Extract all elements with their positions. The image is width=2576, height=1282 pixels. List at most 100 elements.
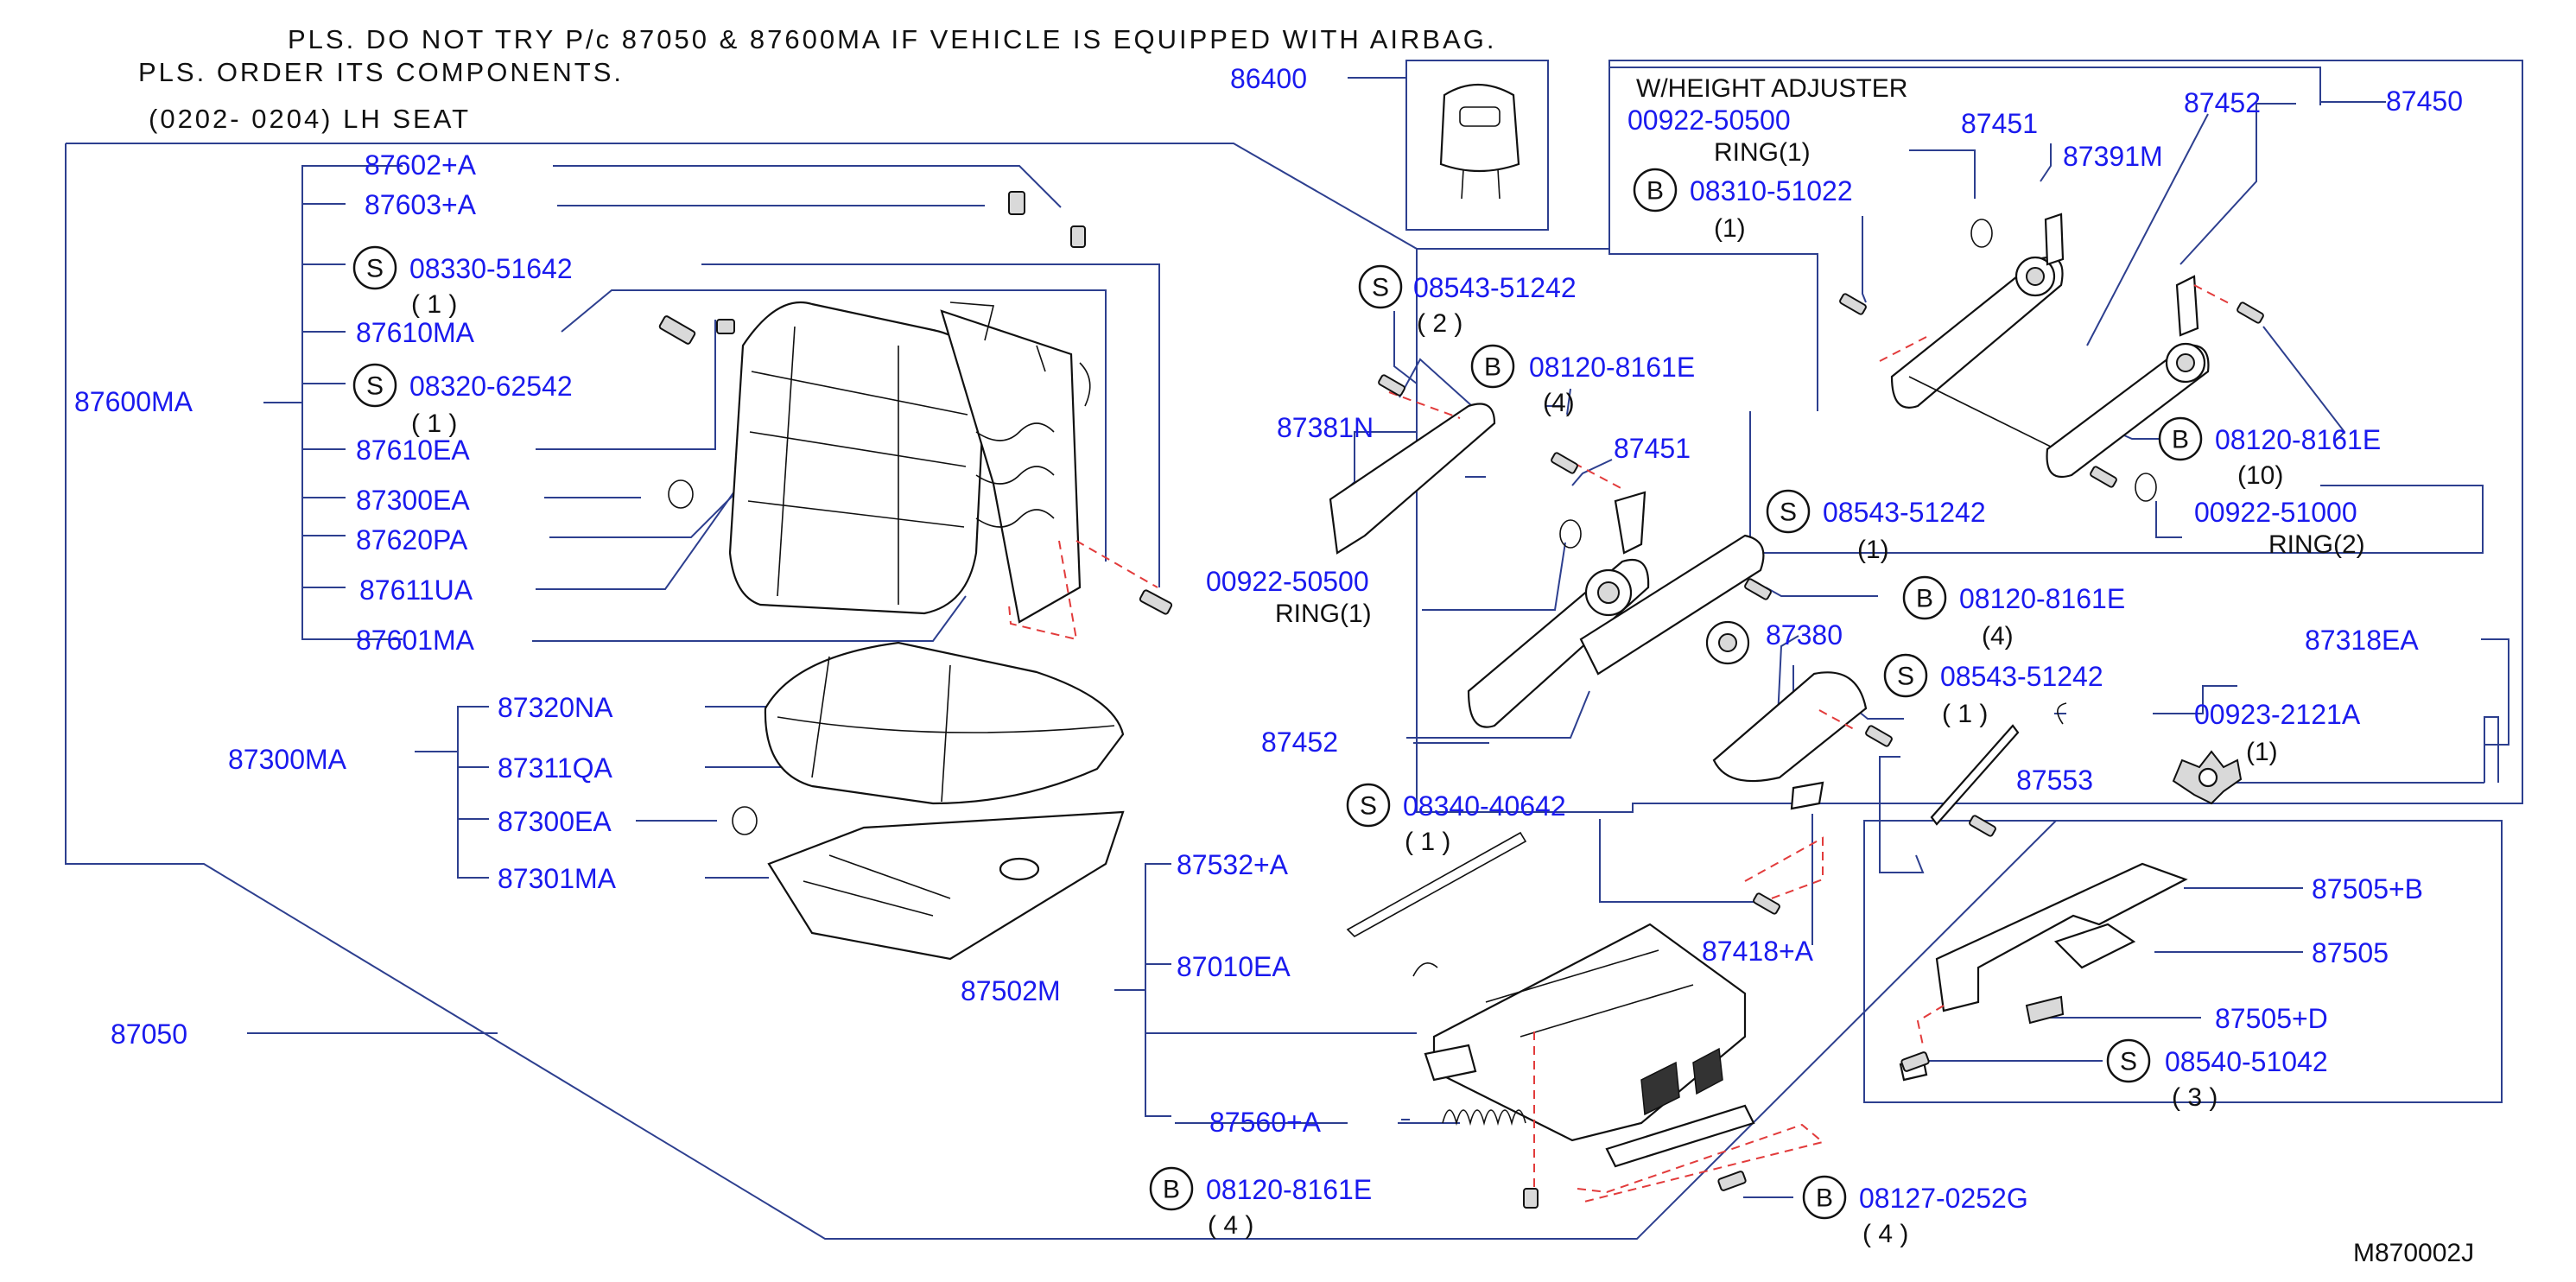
bolt-badge-icon: B (1484, 353, 1501, 382)
label-87450[interactable]: 87450 (2386, 86, 2463, 117)
label-87611ua[interactable]: 87611UA (359, 574, 473, 606)
qty-08127: ( 4 ) (1862, 1220, 1908, 1248)
label-00922-51000[interactable]: 00922-51000 (2194, 497, 2357, 528)
label-86400[interactable]: 86400 (1230, 63, 1307, 94)
cushion-bracket (457, 706, 489, 879)
ring2: RING(2) (2268, 530, 2365, 559)
screw-badge-icon: S (366, 255, 384, 283)
label-87300ea-cushion[interactable]: 87300EA (498, 806, 612, 837)
label-08540-51042[interactable]: 08540-51042 (2165, 1046, 2328, 1077)
label-87505[interactable]: 87505 (2312, 937, 2389, 968)
bolt-badge-icon: B (2172, 426, 2189, 454)
hidden-lines (1008, 284, 2231, 1203)
diagram-code: M870002J (2353, 1239, 2474, 1267)
recliner-87452-mid (1467, 491, 1765, 728)
ring1-mid: RING(1) (1275, 600, 1372, 628)
label-00922-50500-right[interactable]: 00922-50500 (1627, 105, 1791, 136)
label-08543-51242-b[interactable]: 08543-51242 (1940, 661, 2103, 692)
seat-note: (0202- 0204) LH SEAT (149, 104, 471, 134)
seat-back-87600ma (728, 301, 1091, 624)
label-08330-51642[interactable]: 08330-51642 (409, 253, 573, 284)
label-08340-40642[interactable]: 08340-40642 (1403, 790, 1566, 822)
label-00922-50500-mid[interactable]: 00922-50500 (1206, 566, 1369, 597)
qty-08543-right: (1) (1857, 536, 1889, 564)
label-87301ma[interactable]: 87301MA (498, 863, 617, 894)
headrest-86400 (1439, 83, 1520, 200)
fastener-icons (658, 191, 2264, 1209)
label-87318ea[interactable]: 87318EA (2305, 625, 2419, 656)
label-87381n[interactable]: 87381N (1277, 412, 1374, 443)
slide-87502m (1424, 923, 1755, 1168)
qty-08543-b: ( 1 ) (1942, 700, 1988, 728)
label-87610ea[interactable]: 87610EA (356, 435, 470, 466)
bolt-badge-icon: B (1163, 1176, 1180, 1204)
label-08120-8161e-a[interactable]: 08120-8161E (1529, 352, 1695, 383)
spring-87560a (1442, 1109, 1526, 1127)
height-adjuster-frame (1608, 67, 2321, 411)
label-87600ma[interactable]: 87600MA (74, 386, 194, 417)
label-87452-mid[interactable]: 87452 (1261, 727, 1338, 758)
wire-87532a (1346, 831, 1527, 937)
screw-badge-icon: S (1360, 792, 1377, 821)
label-08120-8161e-c[interactable]: 08120-8161E (1206, 1174, 1372, 1205)
label-87560a[interactable]: 87560+A (1209, 1107, 1322, 1138)
label-08127-0252g[interactable]: 08127-0252G (1859, 1183, 2028, 1214)
bolt-badge-icon: B (1916, 585, 1933, 613)
label-08320-62542[interactable]: 08320-62542 (409, 371, 573, 402)
ring1-right: RING(1) (1714, 138, 1811, 167)
qty-08340: ( 1 ) (1405, 828, 1450, 856)
qty-08120-a: (4) (1543, 389, 1575, 417)
knob-87318ea (2172, 750, 2243, 805)
screw-badge-icon: S (1780, 498, 1797, 527)
qty-08540: ( 3 ) (2172, 1083, 2218, 1112)
label-87603a[interactable]: 87603+A (365, 189, 477, 220)
label-87300ea-back[interactable]: 87300EA (356, 485, 470, 516)
label-87050[interactable]: 87050 (111, 1019, 187, 1050)
label-87391m[interactable]: 87391M (2063, 141, 2163, 172)
label-87502m[interactable]: 87502M (961, 975, 1061, 1006)
bracket-87381n (1329, 403, 1496, 555)
seat-assy-frame (66, 60, 2523, 813)
label-87451-mid[interactable]: 87451 (1614, 433, 1691, 464)
label-08120-8161e-right[interactable]: 08120-8161E (2215, 424, 2381, 455)
seat-cushion-87300ma (764, 641, 1125, 961)
headrest-frame (1405, 60, 1549, 231)
cover-87380 (1712, 671, 1868, 810)
height-adjuster-87450 (1890, 213, 2210, 478)
label-87610ma[interactable]: 87610MA (356, 317, 475, 348)
screw-badge-icon: S (2120, 1048, 2137, 1076)
label-08310-51022[interactable]: 08310-51022 (1690, 175, 1853, 206)
label-87300ma[interactable]: 87300MA (228, 744, 347, 775)
qty-08310: (1) (1714, 214, 1746, 243)
label-87311qa[interactable]: 87311QA (498, 752, 613, 784)
qty-08120-right: (10) (2237, 461, 2283, 490)
label-87505d[interactable]: 87505+D (2215, 1003, 2328, 1034)
label-08543-51242-right[interactable]: 08543-51242 (1823, 497, 1986, 528)
label-87452-right[interactable]: 87452 (2184, 87, 2261, 118)
order-note: PLS. ORDER ITS COMPONENTS. (138, 57, 624, 87)
label-00923-2121a[interactable]: 00923-2121A (2194, 699, 2361, 730)
label-87320na[interactable]: 87320NA (498, 692, 613, 723)
label-87601ma[interactable]: 87601MA (356, 625, 475, 656)
label-87620pa[interactable]: 87620PA (356, 524, 468, 555)
label-87553[interactable]: 87553 (2016, 765, 2093, 796)
adjuster-frame (1863, 820, 2503, 1103)
label-87380[interactable]: 87380 (1766, 619, 1843, 651)
label-87418a[interactable]: 87418+A (1702, 936, 1814, 967)
qty-08543-a: ( 2 ) (1417, 309, 1462, 338)
lever-87553 (1930, 724, 2020, 826)
label-08543-51242-a[interactable]: 08543-51242 (1413, 272, 1577, 303)
label-87602a[interactable]: 87602+A (365, 149, 477, 181)
label-87505b[interactable]: 87505+B (2312, 873, 2423, 904)
slide-bracket (1145, 863, 1171, 1117)
qty-08320: ( 1 ) (411, 409, 457, 438)
label-08120-8161e-b[interactable]: 08120-8161E (1959, 583, 2125, 614)
label-87451-right[interactable]: 87451 (1961, 108, 2038, 139)
bolt-badge-icon: B (1646, 177, 1664, 206)
clip-87010ea (1412, 962, 1438, 977)
qty-08120-b: (4) (1982, 622, 2014, 651)
label-87532a[interactable]: 87532+A (1177, 849, 1289, 880)
height-adjuster-frame-b (1749, 411, 2484, 554)
label-87010ea[interactable]: 87010EA (1177, 951, 1291, 982)
qty-08120-c: ( 4 ) (1208, 1211, 1253, 1240)
